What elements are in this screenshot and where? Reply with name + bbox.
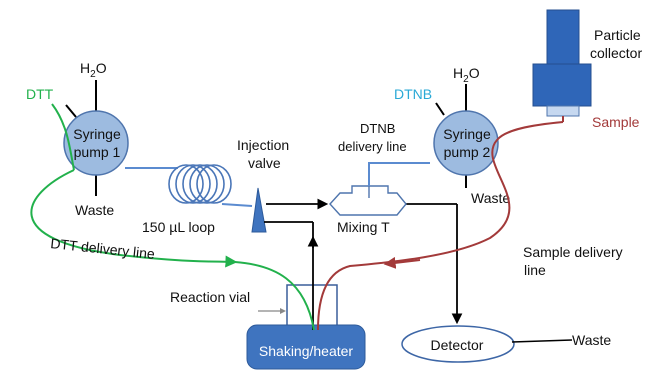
detector-waste-line <box>511 339 573 343</box>
dtt-delivery-tube-cont <box>234 261 315 331</box>
injection-valve-label-1: Injection <box>237 137 289 153</box>
detector-label: Detector <box>431 337 484 353</box>
dtnb-delivery-label-1: DTNB <box>360 121 395 136</box>
waste-right-label: Waste <box>471 190 510 206</box>
dtt-source-tube <box>51 103 75 171</box>
injection-valve <box>251 187 267 233</box>
detector <box>401 325 515 363</box>
particle-collector-label-1: Particle <box>594 27 641 43</box>
h2o-right-label: H2O <box>453 65 480 85</box>
particle-collector-body <box>532 63 592 107</box>
detector-waste-label: Waste <box>572 332 611 348</box>
sample-loop-coil <box>168 164 232 204</box>
mixing-t <box>329 185 407 216</box>
sample-delivery-line-label-1: Sample delivery <box>523 244 623 260</box>
syringe-pump-1-label-1: Syringe <box>73 126 121 142</box>
dtnb-delivery-tube <box>368 162 430 186</box>
waste-left-label: Waste <box>75 202 114 218</box>
syringe-pump-2 <box>433 110 499 176</box>
sample-delivery-line-label-2: line <box>524 262 546 278</box>
particle-collector-label-2: collector <box>590 45 642 61</box>
dtt-delivery-tube <box>30 169 238 268</box>
dtnb-delivery-label-2: delivery line <box>338 139 407 154</box>
dtt-delivery-line-label: DTT delivery line <box>50 235 156 262</box>
loop-label: 150 µL loop <box>142 219 215 235</box>
sample-label: Sample <box>592 114 640 130</box>
loop-to-valve-tube <box>221 203 253 207</box>
sample-delivery-arrow <box>383 256 421 269</box>
dtnb-label: DTNB <box>394 86 432 102</box>
shaking-heater-label: Shaking/heater <box>259 343 354 359</box>
h2o-left-label: H2O <box>80 60 107 80</box>
shaking-heater <box>246 324 366 370</box>
syringe-pump-2-label-1: Syringe <box>443 126 491 142</box>
mixing-t-label: Mixing T <box>337 219 390 235</box>
syringe-pump-1 <box>63 110 129 176</box>
syringe-pump-1-label-2: pump 1 <box>74 144 121 160</box>
dtt-label: DTT <box>26 86 54 102</box>
syringe-pump-2-label-2: pump 2 <box>444 144 491 160</box>
particle-collector-stem <box>546 9 580 66</box>
reaction-vial-pointer-head <box>280 308 286 314</box>
pump1-dtt-tick <box>65 104 77 118</box>
sample-delivery-tube <box>317 121 564 331</box>
pump2-dtnb-tick <box>435 102 445 116</box>
injection-valve-label-2: valve <box>248 155 281 171</box>
reaction-vial-label: Reaction vial <box>170 289 250 305</box>
particle-collector-filter <box>546 105 580 117</box>
